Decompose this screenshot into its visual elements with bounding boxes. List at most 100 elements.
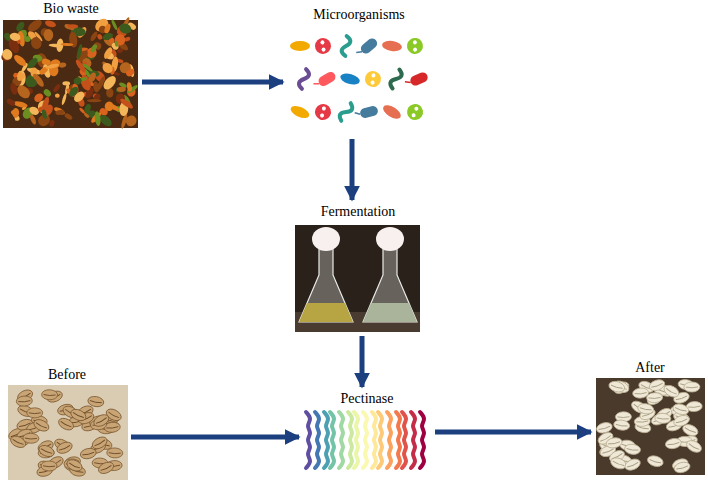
microbe-icon [338,101,354,122]
cell-dot [412,40,418,46]
coffee-bean [613,419,630,431]
cell-dot [321,106,326,111]
coffee-bean [37,443,56,458]
coffee-bean [637,402,655,415]
microbe-icon [312,35,335,58]
coffee-bean [16,395,33,406]
bean-body [672,414,690,429]
waste-piece [52,83,61,93]
coffee-bean [684,382,700,392]
bean-groove [60,421,71,427]
bean-body [646,454,664,468]
waste-piece [103,23,111,34]
microbe-icon [381,102,403,121]
waste-piece [114,40,118,46]
bean-body [654,413,671,424]
waste-piece [61,43,74,46]
waste-piece [106,88,114,97]
bean-groove [649,397,661,398]
cell-dot [414,106,419,111]
capsule-cell [317,70,338,88]
waste-piece [68,24,79,28]
flask [299,227,353,322]
waste-piece [55,93,60,98]
coffee-bean [672,414,690,429]
picture-ground [288,30,430,135]
bean-body [41,389,57,400]
node-heading: Fermentation [293,203,423,220]
bean-groove [25,438,37,439]
flask-liquid [299,303,353,322]
cotton-plug [376,227,404,251]
coffee-bean [609,456,628,471]
picture-node: Fermentation [293,203,423,333]
picture-node: Pectinase [302,390,432,473]
protein-strand [330,412,334,468]
bean-body [16,395,33,406]
bean-body [605,437,623,450]
protein-strand [363,412,367,468]
rod-cell [289,103,311,120]
bean-groove [616,424,628,426]
coffee-bean [624,443,641,455]
waste-piece [67,85,80,98]
bean-groove [90,401,102,404]
spiral-cell [298,68,310,89]
photo-ground [596,378,705,475]
waste-piece [29,114,37,126]
fermentation-photo [295,225,420,332]
waste-piece [30,36,43,51]
waste-piece [64,112,74,121]
bean-body [55,440,74,456]
bean-groove [676,466,688,470]
bean-body [609,456,628,471]
cell-dot [411,113,416,118]
coffee-bean [665,437,683,450]
coffee-bean [27,408,43,418]
protein-strand [306,412,310,468]
rod-cell [290,41,310,51]
coffee-bean [672,402,690,416]
waste-piece [49,43,62,47]
bean-body [79,447,97,460]
bean-groove [635,393,647,395]
waste-piece [6,98,17,107]
picture-node: Microorganisms [286,6,432,136]
round-cell [406,103,425,122]
waste-piece [102,46,113,60]
waste-piece [72,76,83,86]
bean-groove [96,418,107,424]
rod-cell [381,40,402,53]
coffee-bean [648,378,666,393]
protein-strand [324,412,328,468]
microbe-icon [406,103,425,122]
protein-strand [354,412,358,468]
waste-piece [83,103,92,114]
rod-cell [381,102,403,121]
protein-strand [339,412,343,468]
coffee-bean [673,461,691,475]
waste-piece [41,109,48,120]
bean-body [41,461,57,471]
pectinase-structure [306,412,424,468]
photo-ground [3,20,138,128]
waste-piece [44,29,54,41]
spiral-cell [389,68,403,90]
bean-body [92,412,111,428]
coffee-bean [55,440,74,456]
cell-dot [412,47,418,53]
coffee-bean [608,380,626,394]
cell-dot [320,113,325,118]
node-heading: Pectinase [302,390,432,407]
waste-piece [118,22,133,35]
bean-body [637,402,655,415]
waste-piece [59,62,67,68]
bean-body [27,408,43,418]
coffee-bean [57,416,76,432]
cell-dot [321,47,327,53]
coffee-bean [662,383,681,400]
bean-groove [688,444,699,450]
bean-body [97,460,116,476]
